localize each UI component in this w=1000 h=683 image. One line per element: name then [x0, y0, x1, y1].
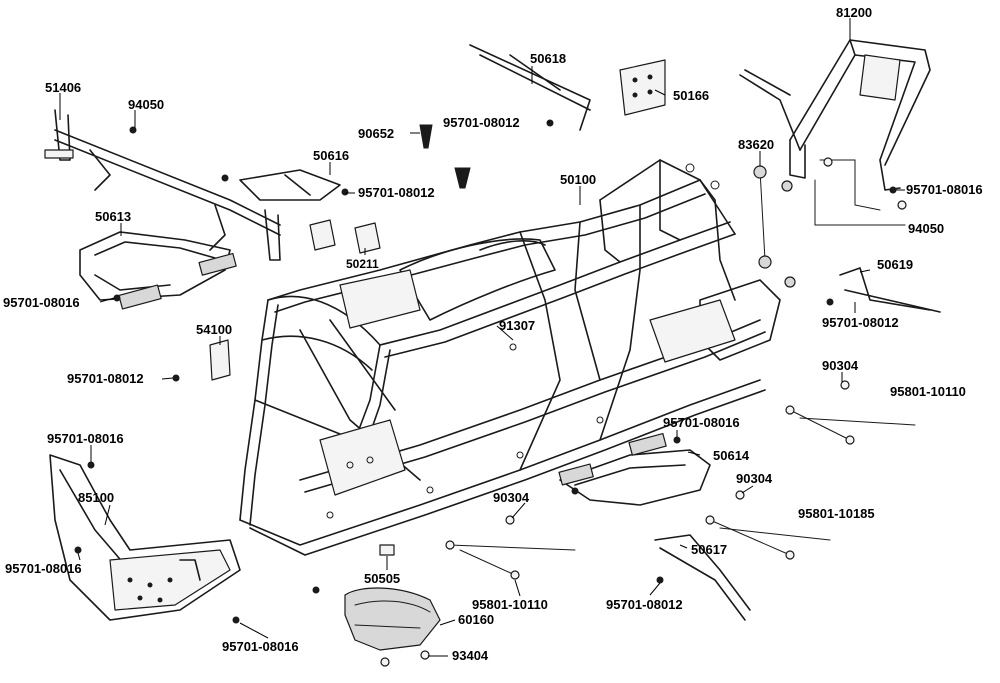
skid-guard [344, 587, 441, 651]
bolt-95801-10110-center [445, 515, 576, 580]
label-54100: 54100 [196, 322, 232, 337]
label-90304-lower: 90304 [736, 471, 773, 486]
label-51406: 51406 [45, 80, 81, 95]
label-50505: 50505 [364, 571, 400, 586]
label-95801-10185: 95801-10185 [798, 506, 875, 521]
label-50166: 50166 [673, 88, 709, 103]
label-50618: 50618 [530, 51, 566, 66]
label-95701-08012-upper: 95701-08012 [358, 185, 435, 200]
label-95701-08016-rack: 95701-08016 [906, 182, 983, 197]
label-95701-08016-bumper-top: 95701-08016 [47, 431, 124, 446]
label-50616: 50616 [313, 148, 349, 163]
front-bumper [49, 454, 241, 621]
label-90304-center: 90304 [493, 490, 530, 505]
label-95701-08012-bottom: 95701-08012 [606, 597, 683, 612]
label-81200: 81200 [836, 5, 872, 20]
label-95701-08016-footrest: 95701-08016 [3, 295, 80, 310]
label-50613: 50613 [95, 209, 131, 224]
label-95701-08012-left: 95701-08012 [67, 371, 144, 386]
label-95701-08016-bumper-low: 95701-08016 [5, 561, 82, 576]
small-bolts [74, 119, 897, 624]
part-labels: 81200 51406 94050 50618 50166 95701-0801… [3, 5, 983, 663]
label-85100: 85100 [78, 490, 114, 505]
label-94050-top: 94050 [128, 97, 164, 112]
bolt-93404 [380, 650, 430, 667]
label-95801-10110-right: 95801-10110 [890, 384, 966, 399]
label-95701-08016-mid: 95701-08016 [663, 415, 740, 430]
leader-lines [59, 18, 905, 657]
label-95701-08012-right: 95701-08012 [822, 315, 899, 330]
label-95701-08012-top: 95701-08012 [443, 115, 520, 130]
label-95801-10110-center: 95801-10110 [472, 597, 548, 612]
bolt-83620 [753, 165, 796, 288]
front-crossbar [44, 109, 281, 261]
left-footrest [79, 231, 237, 310]
label-50100: 50100 [560, 172, 596, 187]
label-90652: 90652 [358, 126, 394, 141]
right-footrest [558, 432, 711, 506]
label-90304-right: 90304 [822, 358, 859, 373]
main-frame [239, 159, 781, 556]
label-83620: 83620 [738, 137, 774, 152]
label-94050-rack: 94050 [908, 221, 944, 236]
rear-rack [739, 39, 931, 191]
bracket-50211 [309, 219, 381, 254]
bolt-95801-10110-right [785, 380, 916, 445]
bracket-50617 [654, 534, 751, 621]
washers-94050 [814, 157, 907, 226]
label-50617: 50617 [691, 542, 727, 557]
bracket-54100 [209, 339, 231, 381]
label-91307: 91307 [499, 318, 535, 333]
bracket-50618 [469, 44, 591, 131]
plate-50166 [619, 59, 666, 116]
bracket-50616 [239, 169, 341, 201]
label-95701-08016-bottom: 95701-08016 [222, 639, 299, 654]
clip-90652 [419, 124, 471, 189]
label-50211: 50211 [346, 257, 379, 271]
label-50614: 50614 [713, 448, 750, 463]
label-50619: 50619 [877, 257, 913, 272]
label-60160: 60160 [458, 612, 494, 627]
label-93404: 93404 [452, 648, 489, 663]
clip-50505 [379, 544, 395, 556]
bracket-50619 [839, 267, 941, 313]
